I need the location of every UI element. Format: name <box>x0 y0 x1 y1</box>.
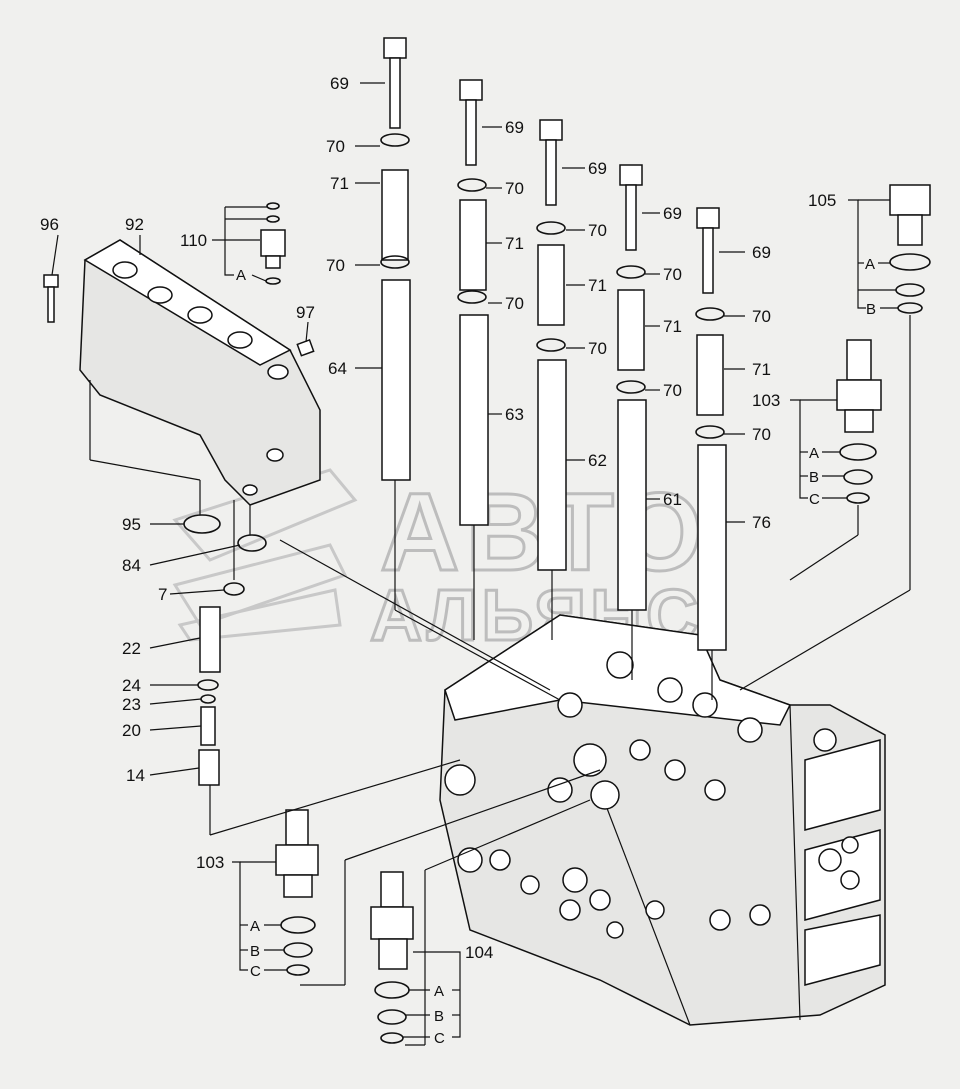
label-70-d1: 70 <box>663 265 682 284</box>
label-14: 14 <box>126 766 145 785</box>
label-92: 92 <box>125 215 144 234</box>
label-61: 61 <box>663 490 682 509</box>
label-69-d: 69 <box>663 204 682 223</box>
label-69-c: 69 <box>588 159 607 178</box>
label-97: 97 <box>296 303 315 322</box>
label-103-lower: 103 <box>196 853 224 872</box>
spool-assembly-61 <box>616 164 647 611</box>
relief-valve-103-lower <box>275 809 319 976</box>
label-63: 63 <box>505 405 524 424</box>
part-labels: 69 70 71 70 64 69 70 71 70 63 69 70 71 7… <box>40 74 876 1047</box>
label-71-e: 71 <box>752 360 771 379</box>
label-70-a2: 70 <box>326 256 345 275</box>
label-103l-B: B <box>250 943 260 960</box>
label-76: 76 <box>752 513 771 532</box>
label-70-b1: 70 <box>505 179 524 198</box>
label-69-e: 69 <box>752 243 771 262</box>
label-103l-A: A <box>250 918 260 935</box>
label-104-C: C <box>434 1030 445 1047</box>
spool-assembly-62 <box>536 119 567 571</box>
check-valve-stack <box>197 606 221 786</box>
label-69-b: 69 <box>505 118 524 137</box>
label-103r-A: A <box>809 445 819 462</box>
label-110-A: A <box>236 267 246 284</box>
valve-body <box>439 614 886 1026</box>
spool-assembly-63 <box>457 79 489 526</box>
label-103r-C: C <box>809 491 820 508</box>
label-70-a1: 70 <box>326 137 345 156</box>
label-62: 62 <box>588 451 607 470</box>
label-70-d2: 70 <box>663 381 682 400</box>
label-20: 20 <box>122 721 141 740</box>
label-71-b: 71 <box>505 234 524 253</box>
label-71-d: 71 <box>663 317 682 336</box>
label-70-b2: 70 <box>505 294 524 313</box>
label-70-c1: 70 <box>588 221 607 240</box>
label-70-e2: 70 <box>752 425 771 444</box>
label-7: 7 <box>158 585 167 604</box>
label-104-B: B <box>434 1008 444 1025</box>
spool-assembly-64 <box>380 37 411 481</box>
label-103r-B: B <box>809 469 819 486</box>
label-95: 95 <box>122 515 141 534</box>
cover-92 <box>79 239 321 506</box>
label-104: 104 <box>465 943 493 962</box>
assembly-lines <box>89 315 911 1046</box>
label-23: 23 <box>122 695 141 714</box>
label-22: 22 <box>122 639 141 658</box>
small-parts <box>43 202 315 357</box>
label-105-B: B <box>866 301 876 318</box>
label-71-a: 71 <box>330 174 349 193</box>
spool-assembly-76 <box>695 207 727 651</box>
label-103-right: 103 <box>752 391 780 410</box>
label-leaders <box>51 82 898 1038</box>
label-71-c: 71 <box>588 276 607 295</box>
label-104-A: A <box>434 983 444 1000</box>
label-103l-C: C <box>250 963 261 980</box>
label-70-c2: 70 <box>588 339 607 358</box>
relief-valve-103-right <box>836 339 882 504</box>
label-110: 110 <box>180 231 207 250</box>
label-69-a: 69 <box>330 74 349 93</box>
label-105: 105 <box>808 191 836 210</box>
label-105-A: A <box>865 256 875 273</box>
relief-valve-104 <box>370 871 414 1044</box>
label-70-e1: 70 <box>752 307 771 326</box>
label-64: 64 <box>328 359 347 378</box>
label-24: 24 <box>122 676 141 695</box>
plug-assembly-105 <box>889 184 931 314</box>
label-96: 96 <box>40 215 59 234</box>
label-84: 84 <box>122 556 141 575</box>
